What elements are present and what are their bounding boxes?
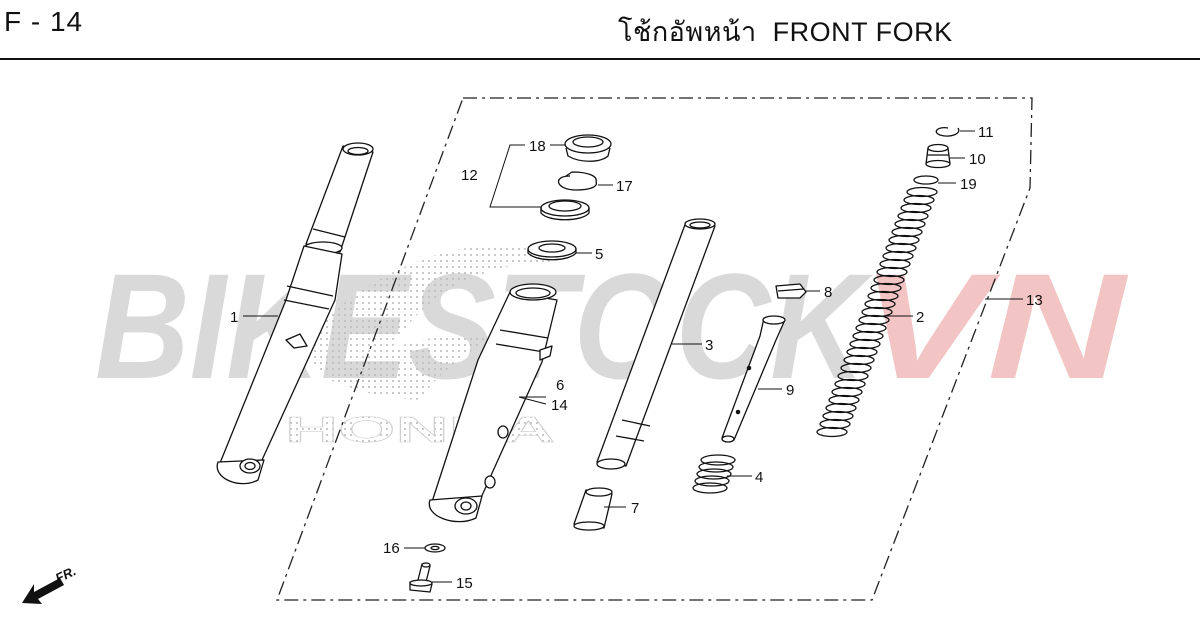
part-5-back-up-ring [527,240,577,261]
part-17-oil-seal-clip [558,171,598,191]
callout-10: 10 [969,151,986,168]
part-8-piston-ring [775,283,807,299]
part-15-socket-bolt [409,562,433,593]
part-18-dust-seal [564,134,612,162]
callout-2: 2 [916,309,924,326]
callout-15: 15 [456,575,473,592]
part-4-rebound-spring [692,454,736,494]
part-1-fork-leg-assembly [216,142,374,485]
callout-12: 12 [461,167,478,184]
part-19-washer [913,175,939,185]
assembly-boundary-13 [276,97,1033,601]
callout-1: 1 [230,309,238,326]
callout-17: 17 [616,178,633,195]
callout-labels: 1 2 3 4 5 6 7 8 9 10 11 12 13 14 15 16 1… [230,124,1043,592]
page-title: โช้กอัพหน้า FRONT FORK [618,10,953,53]
callout-18: 18 [529,138,546,155]
callout-4: 4 [755,469,763,486]
callout-6: 6 [556,377,564,394]
part-10-fork-bolt [925,143,951,169]
callout-3: 3 [705,337,713,354]
header-divider [0,58,1200,60]
callout-13: 13 [1026,292,1043,309]
callout-8: 8 [824,284,832,301]
title-english: FRONT FORK [772,17,953,47]
callout-5: 5 [595,246,603,263]
callout-7: 7 [631,500,639,517]
callout-9: 9 [786,382,794,399]
callout-14: 14 [551,397,568,414]
part-2-fork-spring [816,186,938,438]
part-12-oil-seal [540,199,590,221]
part-7-oil-lock-piece [573,487,613,531]
part-6-fork-outer-tube [428,283,558,523]
front-direction-label: FR. [53,563,78,585]
page-code: F - 14 [4,6,84,37]
part-3-fork-pipe [596,218,716,470]
callout-11: 11 [978,124,994,141]
callout-19: 19 [960,176,977,193]
part-16-sealing-washer [424,543,446,553]
callout-16: 16 [383,540,400,557]
part-11-circlip [935,126,960,137]
arrow-front-icon [22,578,64,604]
front-direction-indicator: FR. [22,563,78,604]
watermark-accent-text: VN [860,242,1128,410]
part-9-fork-piston [721,315,786,443]
title-thai: โช้กอัพหน้า [618,17,757,47]
